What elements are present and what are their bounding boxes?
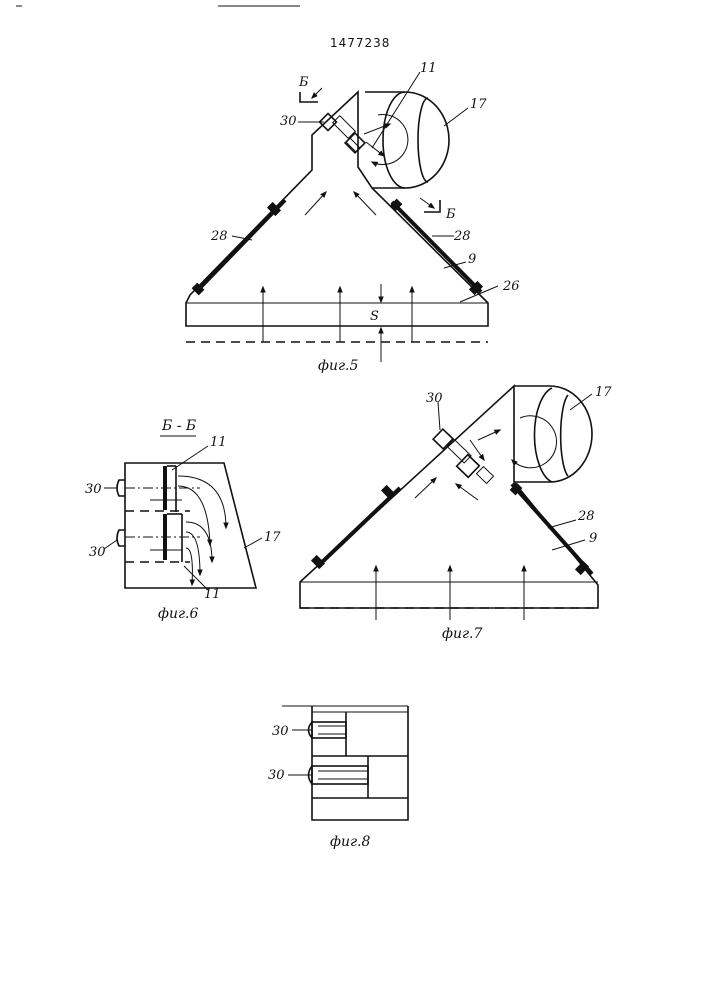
document-number: 1477238 — [330, 36, 390, 50]
label-30-upper: 30 — [85, 482, 102, 497]
figure-7: 30 17 28 9 фиг.7 — [300, 385, 612, 642]
figure-8: 30 30 фиг.8 — [268, 706, 408, 850]
label-28: 28 — [577, 509, 595, 524]
drum-17 — [512, 386, 592, 482]
bolt-30-upper — [312, 722, 346, 738]
caption-fig7: фиг.7 — [442, 626, 483, 642]
label-30: 30 — [426, 391, 443, 406]
strip-28-right — [512, 484, 592, 574]
section-mark-top — [300, 92, 318, 102]
housing-outline — [300, 386, 598, 608]
label-11-bottom: 11 — [204, 587, 221, 602]
section-body — [125, 463, 256, 588]
label-11: 11 — [420, 61, 437, 76]
bolt-30-upper — [117, 480, 125, 496]
label-30-lower: 30 — [268, 768, 285, 783]
figure-6: Б - Б 11 11 30 30 17 — [85, 418, 281, 622]
bolt-30-lower — [312, 766, 368, 784]
bolt-30-lower — [117, 530, 125, 546]
label-28-right: 28 — [453, 229, 471, 244]
caption-fig6: фиг.6 — [158, 606, 199, 622]
label-17: 17 — [470, 97, 487, 112]
label-9: 9 — [468, 252, 476, 267]
label-17: 17 — [595, 385, 612, 400]
label-9: 9 — [589, 531, 597, 546]
flow-curve-5 — [186, 548, 192, 585]
figure-5: Б Б 30 11 17 28 28 9 26 S фиг.5 — [186, 61, 520, 374]
label-30-lower: 30 — [89, 545, 106, 560]
flow-curve-4 — [186, 532, 200, 575]
caption-fig5: фиг.5 — [318, 358, 359, 374]
label-30: 30 — [280, 114, 297, 129]
section-mark-letter-bottom: Б — [445, 207, 456, 222]
label-S: S — [370, 309, 379, 324]
block-outline — [312, 706, 408, 820]
strip-28-right — [392, 202, 481, 292]
label-30-upper: 30 — [272, 724, 289, 739]
caption-fig8: фиг.8 — [330, 834, 371, 850]
strip-28-left — [318, 488, 400, 566]
label-26: 26 — [502, 279, 520, 294]
label-11-top: 11 — [210, 435, 227, 450]
flow-arrow-diag-1 — [305, 192, 326, 215]
strip-28-left — [196, 200, 285, 292]
section-title: Б - Б — [161, 418, 196, 434]
flow-arrow-diag-2 — [354, 192, 376, 215]
label-28-left: 28 — [210, 229, 228, 244]
label-17: 17 — [264, 530, 281, 545]
section-mark-letter-top: Б — [298, 75, 309, 90]
